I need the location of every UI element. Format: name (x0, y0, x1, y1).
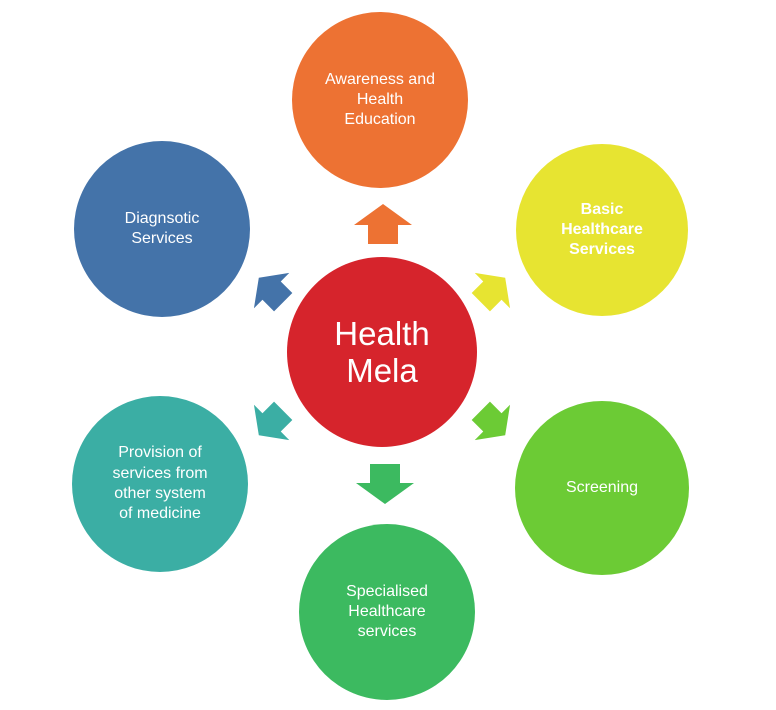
arrow-down-left-icon (253, 401, 293, 441)
node-label-awareness-health-education: Awareness and Health Education (325, 70, 435, 129)
arrow-up-left-shape (253, 272, 293, 312)
node-label-specialised-healthcare-services: Specialised Healthcare services (346, 582, 428, 641)
arrow-down-right-icon (471, 401, 511, 441)
arrow-up-right-shape (471, 272, 511, 312)
node-label-health-mela: Health Mela (334, 314, 430, 389)
node-screening: Screening (515, 401, 689, 575)
arrow-down-icon (356, 464, 414, 504)
arrow-down-shape (356, 464, 414, 504)
node-diagnostic-services: Diagnsotic Services (74, 141, 250, 317)
node-basic-healthcare-services: Basic Healthcare Services (516, 144, 688, 316)
node-health-mela-center: Health Mela (287, 257, 477, 447)
arrow-down-left-shape (253, 401, 293, 441)
arrow-up-icon (354, 204, 412, 244)
node-label-diagnostic-services: Diagnsotic Services (124, 209, 200, 247)
node-specialised-healthcare-services: Specialised Healthcare services (299, 524, 475, 700)
arrow-up-left-icon (253, 272, 293, 312)
node-provision-other-system-medicine: Provision of services from other system … (72, 396, 248, 572)
node-label-basic-healthcare-services: Basic Healthcare Services (561, 200, 643, 259)
arrow-up-right-icon (471, 272, 511, 312)
arrow-up-shape (354, 204, 412, 244)
node-awareness-health-education: Awareness and Health Education (292, 12, 468, 188)
arrow-down-right-shape (471, 401, 511, 441)
node-label-provision-other-system-medicine: Provision of services from other system … (112, 444, 208, 523)
node-label-screening: Screening (565, 478, 639, 496)
